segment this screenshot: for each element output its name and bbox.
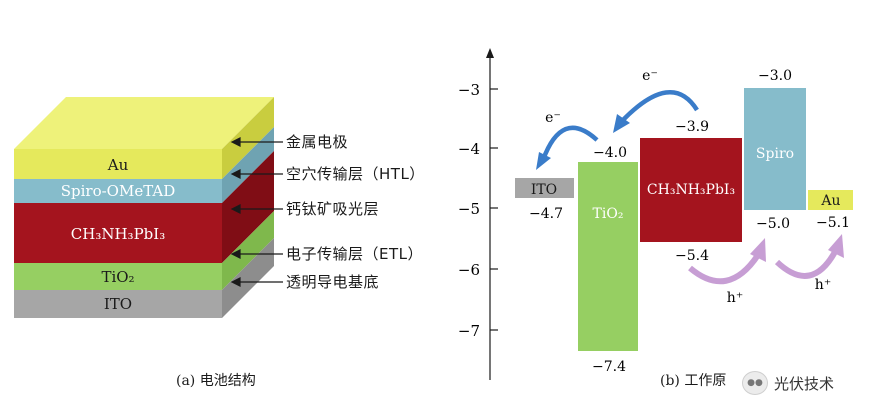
callout-substrate: 透明导电基底 [286, 273, 380, 291]
watermark-text: 光伏技术 [774, 374, 835, 393]
hole-label: h⁺ [815, 277, 831, 293]
perovskite-side-face [222, 151, 274, 263]
callout-etl: 电子传输层（ETL） [286, 245, 423, 263]
au-level-value: −5.1 [816, 215, 850, 231]
tick-label: −4 [458, 140, 480, 158]
ito-layer [14, 290, 222, 318]
hole-arrow-spiro-to-au [774, 248, 839, 279]
spiro-band [744, 88, 806, 210]
tio2-label: TiO₂ [101, 268, 134, 286]
callout-perovskite: 钙钛矿吸光层 [286, 200, 380, 218]
ito-label: ITO [104, 295, 132, 313]
electron-label: e⁻ [545, 110, 561, 126]
watermark: ●● 光伏技术 [742, 369, 882, 397]
electron-arrow-tio2-to-ito [540, 125, 599, 161]
hole-label: h⁺ [727, 290, 743, 306]
spiro-top-value: −3.0 [758, 68, 792, 84]
hole-arrowhead-2 [828, 234, 844, 258]
spiro-label: Spiro-OMeTAD [61, 182, 176, 200]
hole-arrowhead-1 [750, 238, 766, 262]
caption-structure: (a) 电池结构 [176, 373, 256, 389]
tick-label: −6 [458, 261, 480, 279]
spiro-band-label: Spiro [756, 146, 794, 162]
callout-arrowhead-au [230, 137, 241, 147]
tick-label: −3 [458, 81, 480, 99]
tick-label: −7 [458, 322, 480, 340]
callout-arrowhead-htl [230, 169, 241, 179]
perovskite-bottom-value: −5.4 [675, 248, 709, 264]
perovskite-label: CH₃NH₃PbI₃ [71, 225, 165, 243]
perovskite-top-value: −3.9 [675, 119, 709, 135]
tio2-side-face [222, 211, 274, 290]
energy-axis-arrowhead [486, 48, 494, 58]
au-band-label: Au [820, 193, 840, 209]
callout-htl: 空穴传输层（HTL） [286, 165, 425, 183]
electron-arrowhead-1 [536, 152, 551, 170]
electron-arrowhead-2 [613, 114, 630, 133]
hole-arrow-perovskite-to-spiro [688, 253, 761, 285]
au-top-face [14, 97, 274, 149]
electron-label: e⁻ [642, 68, 658, 84]
perovskite-band [640, 138, 742, 242]
tio2-band [578, 162, 638, 351]
au-band [808, 190, 853, 210]
spiro-layer [14, 179, 222, 203]
tio2-top-value: −4.0 [593, 145, 627, 161]
spiro-bottom-value: −5.0 [756, 216, 790, 232]
tick-label: −5 [458, 200, 480, 218]
perovskite-band-label: CH₃NH₃PbI₃ [647, 182, 735, 198]
tio2-layer [14, 263, 222, 290]
ito-band-label: ITO [531, 182, 557, 198]
callout-arrowhead-ito [230, 277, 241, 287]
tio2-band-label: TiO₂ [593, 206, 624, 222]
callout-arrowhead-etl [230, 249, 241, 259]
perovskite-layer [14, 203, 222, 263]
wechat-logo-icon: ●● [742, 371, 768, 395]
tio2-bottom-value: −7.4 [592, 359, 626, 375]
spiro-side-face [222, 127, 274, 203]
ito-side-face [222, 238, 274, 318]
callout-metal-electrode: 金属电极 [286, 133, 349, 151]
caption-principle: (b) 工作原 [660, 373, 727, 389]
electron-arrow-perovskite-to-tio2 [621, 89, 699, 122]
ito-band [515, 178, 574, 198]
callout-arrowhead-perovskite [230, 204, 241, 214]
au-layer [14, 149, 222, 179]
au-label: Au [107, 156, 129, 174]
ito-level-value: −4.7 [529, 206, 563, 222]
au-side-face [222, 97, 274, 179]
